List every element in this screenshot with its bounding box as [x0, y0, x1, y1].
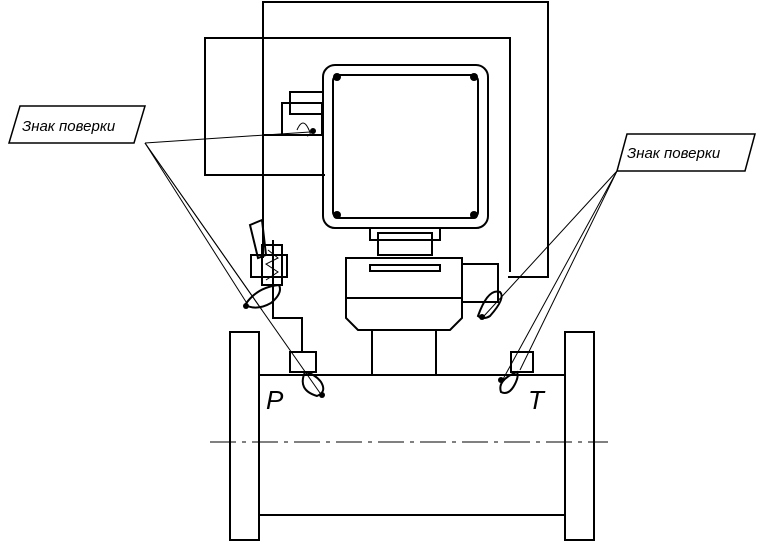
wiring-outline [204, 1, 549, 278]
pipe-body [210, 331, 608, 541]
pressure-tap: P [266, 351, 325, 415]
seal-label-right: Знак поверки [627, 145, 721, 162]
temperature-tap-label: T [528, 385, 546, 415]
counter-mechanism [345, 227, 503, 376]
screw-icon [333, 73, 478, 219]
pressure-tap-label: P [266, 385, 284, 415]
temperature-tap: T [498, 351, 546, 415]
seal-label-left: Знак поверки [22, 118, 116, 135]
valve-cock [243, 218, 303, 352]
seal-callout-left: Знак поверки [7, 105, 321, 394]
seal-callout-right: Знак поверки [483, 133, 756, 382]
electronic-unit [281, 64, 489, 229]
